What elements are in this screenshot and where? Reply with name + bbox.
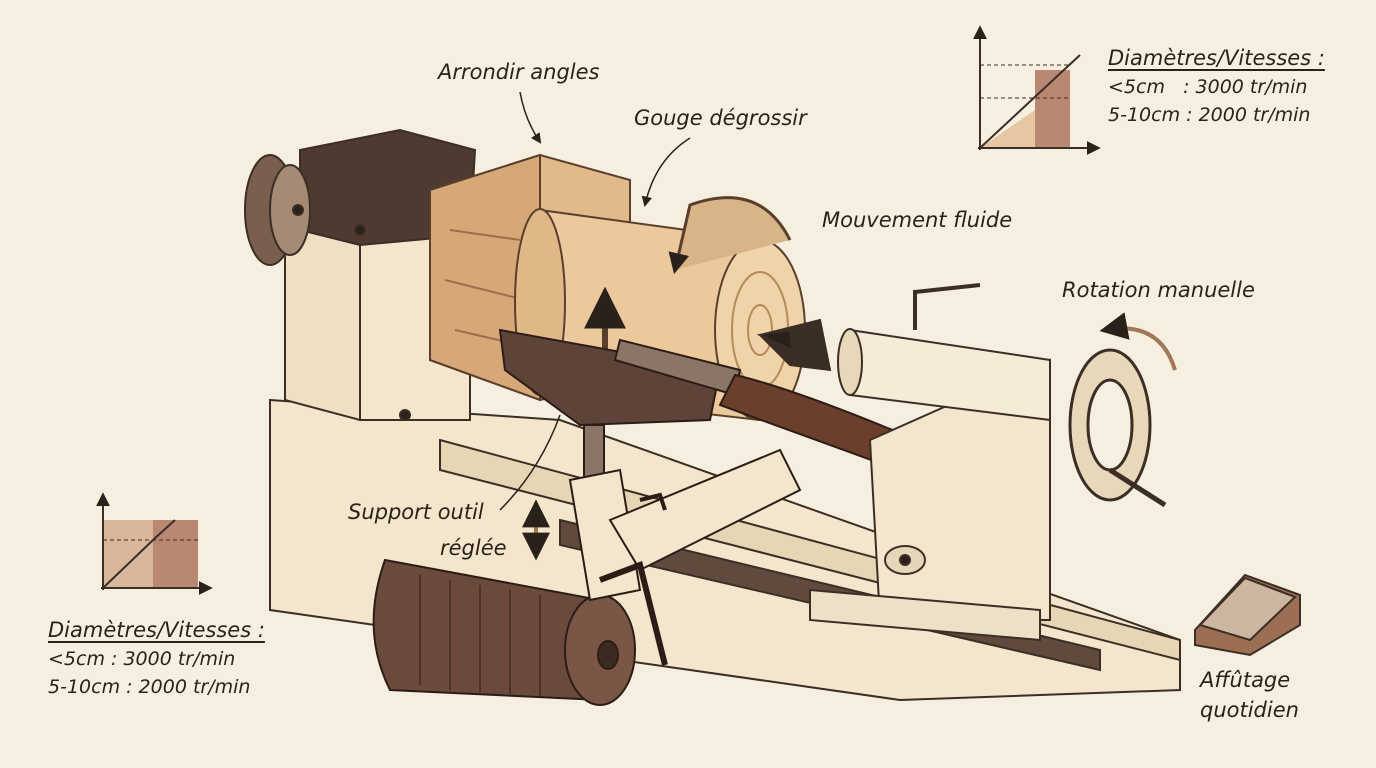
label-tool-rest: Support outil <box>348 500 484 524</box>
legend-row-small: <5cm : 3000 tr/min <box>48 648 236 670</box>
label-sharpening: Affûtage <box>1200 668 1291 692</box>
legend-row-small: <5cm : 3000 tr/min <box>1108 76 1308 98</box>
legend-title: Diamètres/Vitesses : <box>1108 46 1325 70</box>
leader-lines <box>499 91 691 511</box>
rotation-manual-arrow <box>1099 312 1177 371</box>
label-round-corners: Arrondir angles <box>438 60 600 84</box>
handwheel <box>1068 348 1167 508</box>
speed-chart-bottom-left <box>96 492 213 595</box>
legend-top-right: Diamètres/Vitesses : <5cm : 3000 tr/min … <box>1108 46 1325 126</box>
label-manual-rotation: Rotation manuelle <box>1062 278 1255 302</box>
legend-row-medium: 5-10cm : 2000 tr/min <box>1108 104 1311 126</box>
speed-chart-top-right <box>973 25 1101 155</box>
motor <box>372 558 636 706</box>
tailstock <box>756 283 1051 642</box>
rotation-arrow <box>668 196 792 275</box>
label-roughing-gouge: Gouge dégrossir <box>634 106 807 130</box>
legend-title: Diamètres/Vitesses : <box>48 618 265 642</box>
legend-bottom-left: Diamètres/Vitesses : <5cm : 3000 tr/min … <box>48 618 265 698</box>
tool-rest <box>498 328 802 666</box>
label-tool-rest-adjusted: réglée <box>440 536 507 560</box>
label-fluid-motion: Mouvement fluide <box>822 208 1013 232</box>
label-daily: quotidien <box>1200 698 1299 722</box>
sharpening-stone <box>1194 573 1301 657</box>
legend-row-medium: 5-10cm : 2000 tr/min <box>48 676 251 698</box>
